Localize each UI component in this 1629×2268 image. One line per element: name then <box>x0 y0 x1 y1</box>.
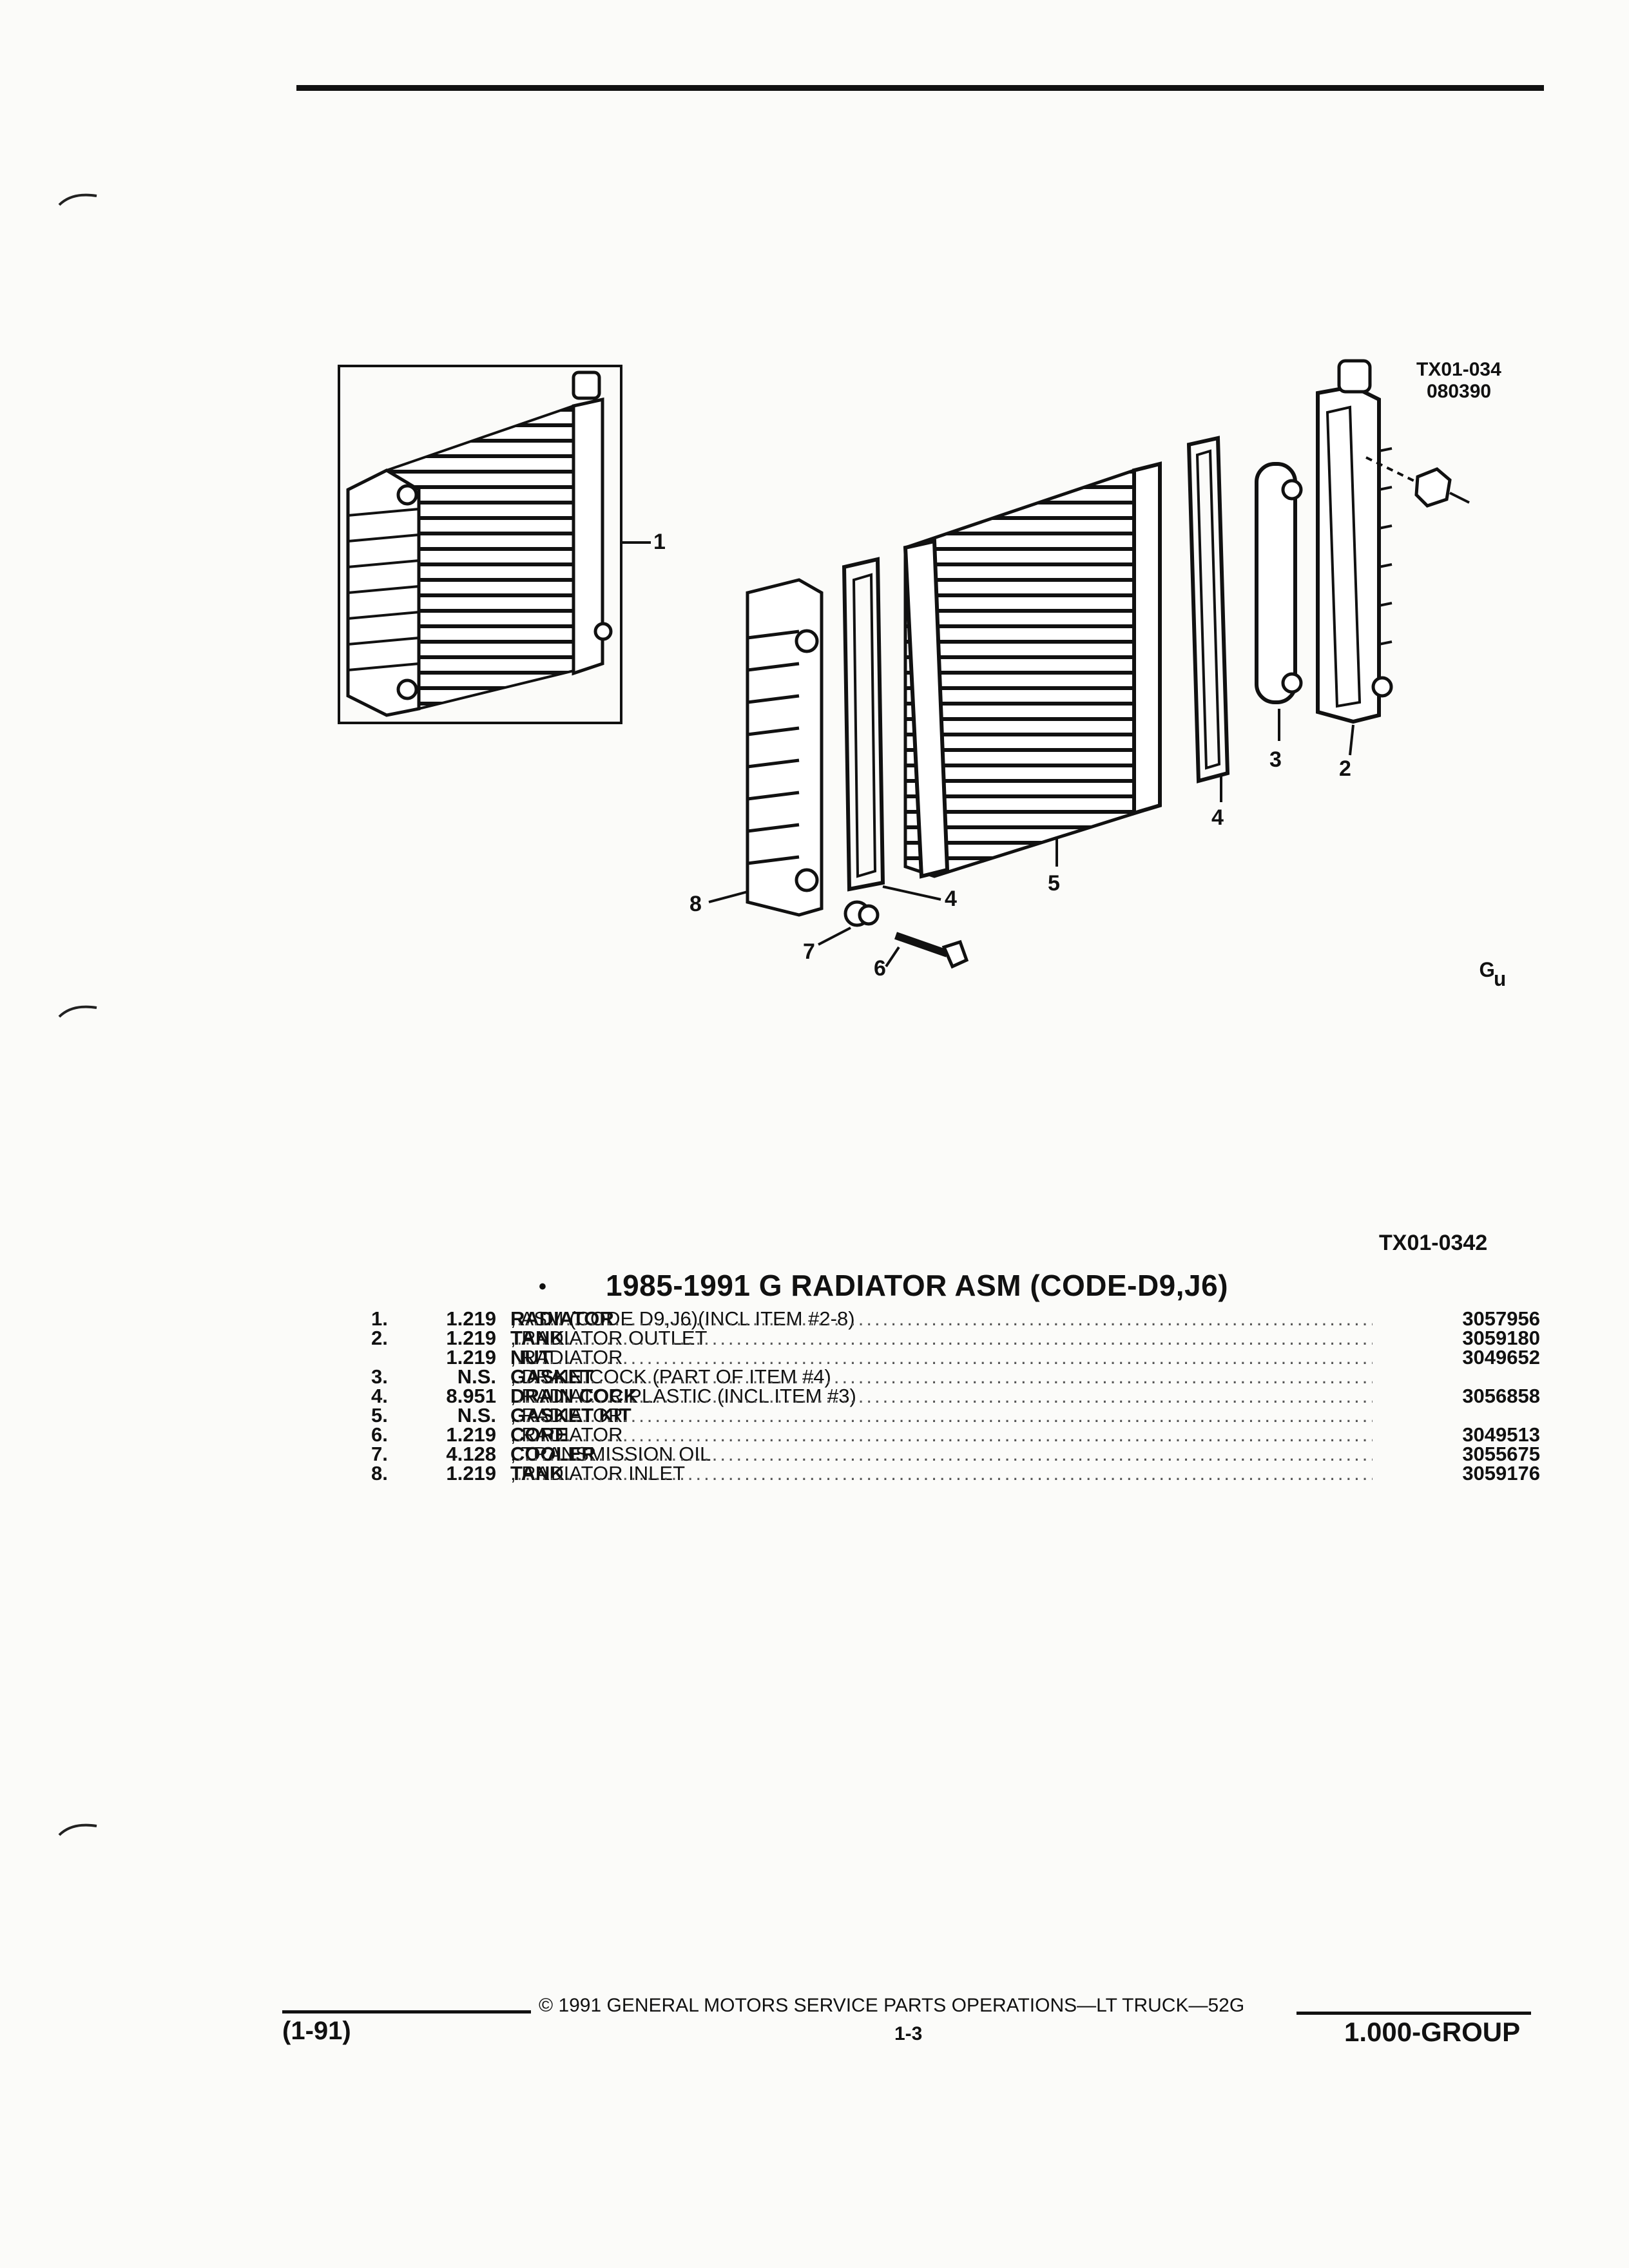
copyright-line: © 1991 GENERAL MOTORS SERVICE PARTS OPER… <box>539 1995 1245 2016</box>
item-description: , RADIATOR <box>510 1346 623 1369</box>
item-number: 8. <box>371 1462 388 1485</box>
radiator-core-part <box>903 461 1162 879</box>
footer-rule <box>1296 2012 1531 2015</box>
item-qty: N.S. <box>457 1365 496 1388</box>
parts-row: 8. 1.219 TANK, RADIATOR INLET 3059176 ..… <box>361 1462 1540 1485</box>
header-rule <box>296 85 1544 91</box>
item-qty: 1.219 <box>446 1346 496 1369</box>
leader-dots: ........................................… <box>517 1348 1373 1367</box>
item-qty: 1.219 <box>446 1307 496 1330</box>
figure-code: TX01-034 <box>1416 359 1501 380</box>
callout-6: 6 <box>874 956 886 981</box>
inlet-tank-part <box>708 578 824 917</box>
outlet-tank-part <box>1316 359 1393 756</box>
title-bullet-icon: • <box>539 1274 546 1299</box>
section-title: 1985-1991 G RADIATOR ASM (CODE-D9,J6) <box>606 1269 1229 1302</box>
transmission-cooler-part <box>1255 462 1303 741</box>
item-qty: 1.219 <box>446 1462 496 1485</box>
item-description: , RADIATOR PLASTIC (INCL ITEM #3) <box>510 1385 856 1407</box>
leader-dots: ........................................… <box>517 1367 1373 1387</box>
leader-dots: ........................................… <box>517 1309 1373 1329</box>
item-description: , RADIATOR <box>510 1404 623 1427</box>
gasket-part-right <box>1186 436 1230 802</box>
part-number: 3059176 <box>1462 1462 1540 1485</box>
page-number: 1-3 <box>894 2023 923 2044</box>
binder-mark <box>58 1823 97 1836</box>
item-number: 4. <box>371 1385 388 1407</box>
item-qty: 1.219 <box>446 1327 496 1349</box>
binder-mark <box>58 1005 97 1018</box>
callout-7: 7 <box>803 939 815 964</box>
drain-cock-part <box>818 900 969 969</box>
item-number: 5. <box>371 1404 388 1427</box>
callout-2: 2 <box>1339 756 1351 781</box>
item-qty: 1.219 <box>446 1423 496 1446</box>
part-number: 3055675 <box>1462 1443 1540 1465</box>
item-name: NUT <box>510 1346 552 1369</box>
parts-row: 2. 1.219 TANK, RADIATOR OUTLET 3059180 .… <box>361 1327 1540 1349</box>
radiator-nut-part <box>1365 456 1470 508</box>
item-number: 2. <box>371 1327 388 1349</box>
binder-mark <box>58 193 97 206</box>
parts-row: 7. 4.128 COOLER, TRANSMISSION OIL 305567… <box>361 1443 1540 1465</box>
item-qty: N.S. <box>457 1404 496 1427</box>
item-qty: 4.128 <box>446 1443 496 1465</box>
gasket-part-left <box>842 557 941 901</box>
item-name: TANK <box>510 1462 564 1485</box>
parts-row: 5. N.S. GASKET KIT, RADIATOR ...........… <box>361 1404 1540 1427</box>
item-name: DRAIN COCK <box>510 1385 639 1407</box>
item-number: 1. <box>371 1307 388 1330</box>
leader-dots: ........................................… <box>517 1464 1373 1483</box>
callout-4-left: 4 <box>945 887 957 911</box>
callout-1: 1 <box>653 530 666 554</box>
callout-5: 5 <box>1048 871 1060 896</box>
item-description: , DRAIN COCK (PART OF ITEM #4) <box>510 1365 831 1388</box>
leader-dots: ........................................… <box>517 1387 1373 1406</box>
dealer-logo-icon: ᴳᵤ <box>1480 957 1506 990</box>
parts-row: 4. 8.951 DRAIN COCK, RADIATOR PLASTIC (I… <box>361 1385 1540 1407</box>
radiator-exploded-diagram <box>338 359 1470 969</box>
group-code: 1.000-GROUP <box>1344 2017 1521 2047</box>
revision-date: (1-91) <box>282 2017 351 2045</box>
item-name: TANK <box>510 1327 564 1349</box>
part-number: 3059180 <box>1462 1327 1540 1349</box>
leader-dots: ........................................… <box>517 1406 1373 1425</box>
item-number: 7. <box>371 1443 388 1465</box>
item-description: , ASM (CODE D9,J6)(INCL ITEM #2-8) <box>510 1307 855 1330</box>
item-description: , RADIATOR INLET <box>510 1462 686 1485</box>
callout-8: 8 <box>689 892 702 916</box>
figure-reference: TX01-0342 <box>1379 1231 1488 1255</box>
parts-row: 1.219 NUT, RADIATOR 3049652 ............… <box>361 1346 1540 1369</box>
figure-date: 080390 <box>1427 381 1492 402</box>
item-number: 6. <box>371 1423 388 1446</box>
leader-dots: ........................................… <box>517 1329 1373 1348</box>
footer-rule <box>282 2010 531 2013</box>
parts-row: 3. N.S. GASKET, DRAIN COCK (PART OF ITEM… <box>361 1367 1540 1387</box>
item-name: GASKET KIT <box>510 1404 631 1427</box>
item-number: 3. <box>371 1365 388 1388</box>
callout-3: 3 <box>1269 747 1282 772</box>
parts-row: 1. 1.219 RADIATOR, ASM (CODE D9,J6)(INCL… <box>361 1309 1540 1329</box>
leader-dots: ........................................… <box>517 1425 1373 1445</box>
item-name: GASKET <box>510 1365 594 1388</box>
leader-dots: ........................................… <box>517 1445 1373 1464</box>
callout-4-right: 4 <box>1211 805 1224 830</box>
item-name: RADIATOR <box>510 1307 614 1330</box>
item-description: , RADIATOR <box>510 1423 623 1446</box>
parts-row: 6. 1.219 CORE, RADIATOR 3049513 ........… <box>361 1425 1540 1445</box>
parts-list: 1. 1.219 RADIATOR, ASM (CODE D9,J6)(INCL… <box>361 1309 1540 1483</box>
item-description: , RADIATOR OUTLET <box>510 1327 708 1349</box>
part-number: 3056858 <box>1462 1385 1540 1407</box>
part-number: 3049652 <box>1462 1346 1540 1369</box>
item-name: CORE <box>510 1423 568 1446</box>
inset-assembled-radiator <box>338 365 651 724</box>
item-qty: 8.951 <box>446 1385 496 1407</box>
part-number: 3057956 <box>1462 1307 1540 1330</box>
item-description: , TRANSMISSION OIL <box>510 1443 711 1465</box>
part-number: 3049513 <box>1462 1423 1540 1446</box>
item-name: COOLER <box>510 1443 596 1465</box>
